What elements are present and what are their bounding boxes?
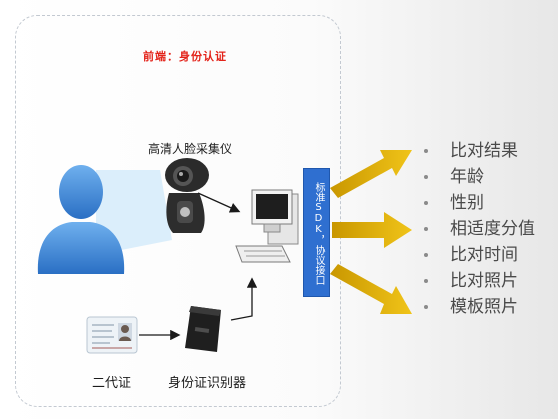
card-reader-icon [185,306,221,352]
result-item: 相适度分值 [424,216,535,242]
result-item: 年龄 [424,164,535,190]
frontend-title: 前端：身份认证 [143,50,227,63]
id-card-label: 二代证 [92,376,132,391]
arrow-right-icon [332,212,412,248]
result-item-label: 性别 [450,193,484,213]
result-item: 性别 [424,190,535,216]
result-item: 比对结果 [424,138,535,164]
frontend-box [15,15,341,407]
bullet-icon [424,201,428,205]
result-item-label: 相适度分值 [450,219,535,239]
sdk-interface-bar: 标准SDK，协议接口 [303,168,330,297]
bullet-icon [424,253,428,257]
result-item-label: 比对时间 [450,245,518,265]
webcam-icon [165,158,209,233]
result-item-label: 比对结果 [450,141,518,161]
output-arrows [330,150,412,314]
result-item: 模板照片 [424,294,535,320]
reader-label: 身份证识别器 [168,376,247,391]
sdk-interface-label: 标准SDK，协议接口 [313,181,324,285]
id-card-icon [86,316,138,354]
bullet-icon [424,175,428,179]
arrow-down-right-icon [330,264,412,314]
result-item-label: 比对照片 [450,271,518,291]
result-field-list: 比对结果 年龄 性别 相适度分值 比对时间 比对照片 模板照片 [424,138,535,320]
bullet-icon [424,279,428,283]
desktop-computer-icon [235,189,299,263]
camera-label: 高清人脸采集仪 [148,142,233,156]
bullet-icon [424,149,428,153]
result-item: 比对时间 [424,242,535,268]
bullet-icon [424,305,428,309]
bullet-icon [424,227,428,231]
result-item-label: 年龄 [450,167,484,187]
result-item-label: 模板照片 [450,297,518,317]
result-item: 比对照片 [424,268,535,294]
person-silhouette-icon [37,165,125,274]
arrow-up-right-icon [330,150,412,198]
